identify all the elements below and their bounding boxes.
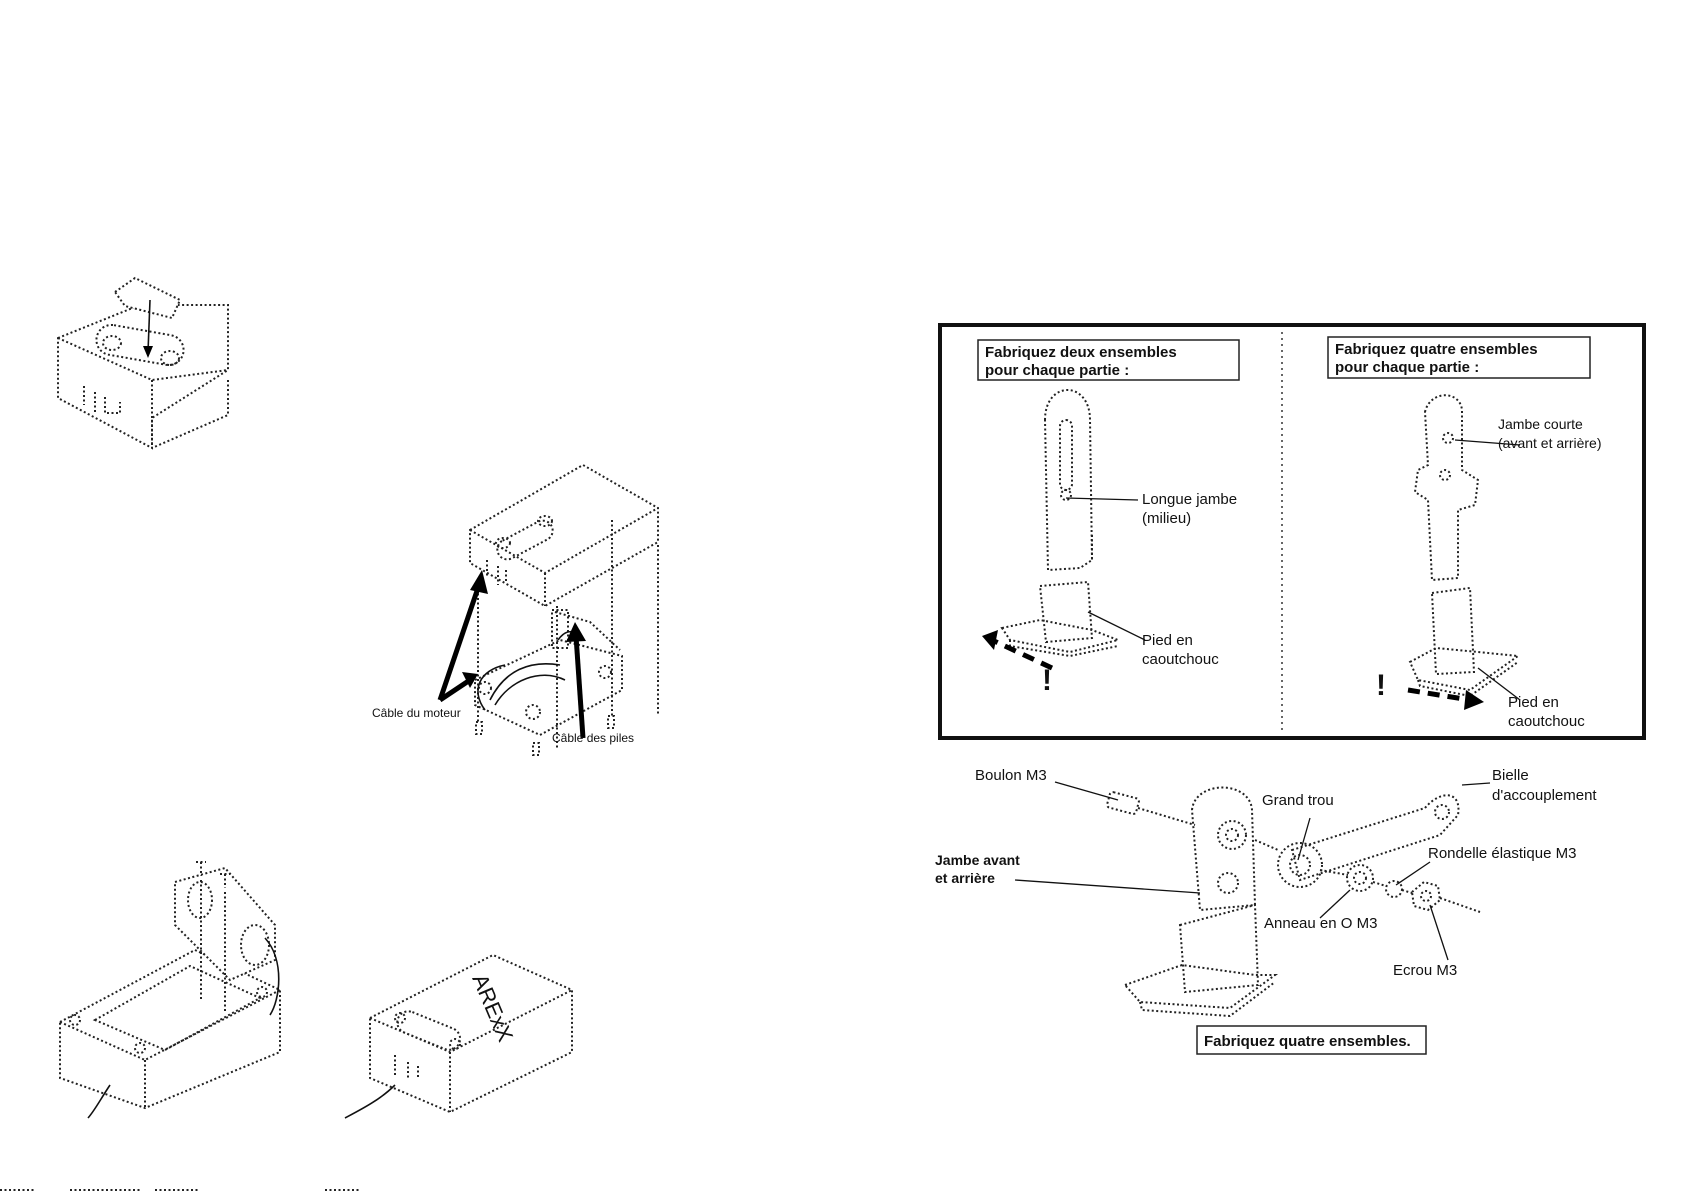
short-leg-label-line1: Jambe courte <box>1498 416 1583 432</box>
exclamation-left: ! <box>1042 664 1052 697</box>
coupling-rod-label-line2: d'accouplement <box>1492 787 1597 804</box>
exclamation-right: ! <box>1376 669 1386 702</box>
exploded-gearbox-illustration: Câble du moteur Câble des piles <box>372 463 659 756</box>
right-box-line2: pour chaque partie : <box>1335 359 1479 376</box>
footer-make-four-sets: Fabriquez quatre ensembles. <box>1204 1033 1411 1050</box>
leg-joint-exploded-illustration <box>1014 781 1491 1018</box>
screw-icon <box>196 861 206 876</box>
spring-washer-label: Rondelle élastique M3 <box>1428 845 1576 862</box>
bolt-part <box>1106 791 1196 826</box>
leg-assembly-panel: Fabriquez deux ensembles pour chaque par… <box>938 323 1646 740</box>
short-leg-label-line2: (avant et arrière) <box>1498 435 1601 451</box>
long-leg-label-line2: (milieu) <box>1142 510 1191 527</box>
battery-holder-illustration <box>59 861 281 1119</box>
short-leg-illustration: ! <box>1376 394 1521 710</box>
rubber-foot-right-line1: Pied en <box>1508 694 1559 711</box>
rubber-foot-right-line2: caoutchouc <box>1508 713 1585 730</box>
front-rear-leg-label-line1: Jambe avant <box>935 852 1020 868</box>
housing-with-tape-illustration <box>57 276 229 450</box>
left-box-line1: Fabriquez deux ensembles <box>985 344 1177 361</box>
long-leg-label-line1: Longue jambe <box>1142 491 1237 508</box>
finished-box-illustration: ARExX <box>344 953 573 1119</box>
arrow-icon <box>437 570 586 739</box>
motor-cable-label: Câble du moteur <box>372 706 461 720</box>
right-box-line1: Fabriquez quatre ensembles <box>1335 341 1538 358</box>
nut-label: Ecrou M3 <box>1393 962 1457 979</box>
tape-strip <box>113 276 182 320</box>
left-box-line2: pour chaque partie : <box>985 362 1129 379</box>
long-leg-illustration: ! <box>982 389 1146 697</box>
screw-icon <box>607 715 615 729</box>
bolt-label: Boulon M3 <box>975 767 1047 784</box>
front-rear-leg-label-line2: et arrière <box>935 870 995 886</box>
rubber-foot-left-line2: caoutchouc <box>1142 651 1219 668</box>
battery-cable-label: Câble des piles <box>552 731 634 745</box>
rubber-foot-left-line1: Pied en <box>1142 632 1193 649</box>
battery-box-marking: ARExX <box>467 970 518 1045</box>
coupling-rod-label-line1: Bielle <box>1492 767 1529 784</box>
screw-icon <box>532 742 540 756</box>
o-ring-label: Anneau en O M3 <box>1264 915 1377 932</box>
screw-icon <box>475 721 483 735</box>
big-hole-label: Grand trou <box>1262 792 1334 809</box>
screw-icon <box>220 873 230 888</box>
